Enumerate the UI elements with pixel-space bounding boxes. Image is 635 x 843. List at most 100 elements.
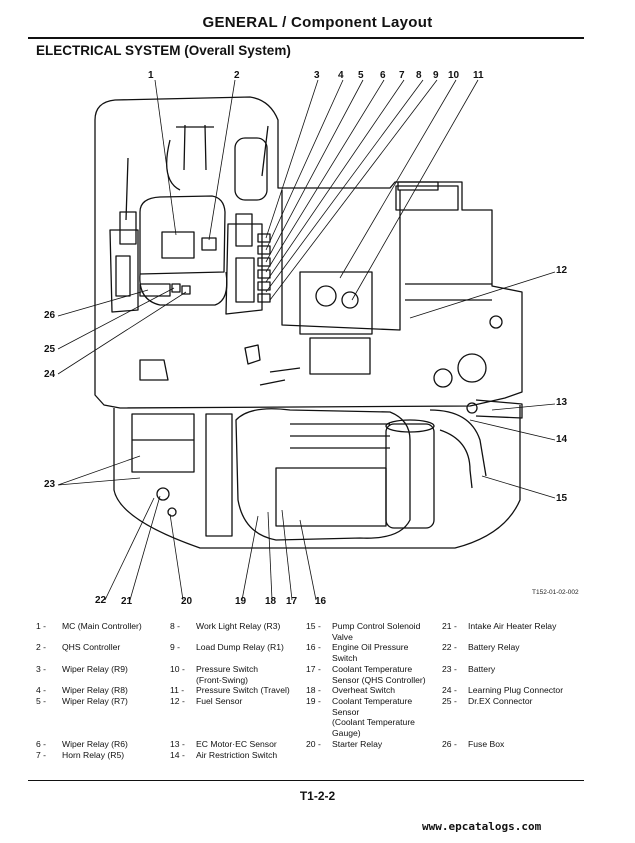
- legend-num: 26 -: [442, 739, 457, 749]
- legend-num: 22 -: [442, 642, 457, 652]
- legend-num: 19 -: [306, 696, 321, 706]
- legend-text: Load Dump Relay (R1): [196, 642, 284, 652]
- legend-item-8: 8 -Work Light Relay (R3): [170, 621, 280, 632]
- lower-deck: [113, 405, 521, 549]
- legend-num: 14 -: [170, 750, 185, 760]
- legend-num: 17 -: [306, 664, 321, 674]
- callout-23: 23: [44, 479, 56, 490]
- legend-text: Horn Relay (R5): [62, 750, 125, 760]
- air-cleaner: [385, 423, 435, 529]
- legend-num: 24 -: [442, 685, 457, 695]
- engine: [235, 408, 411, 541]
- legend-num: 12 -: [170, 696, 185, 706]
- legend-num: 20 -: [306, 739, 321, 749]
- legend-text: Coolant Temperature Sensor (Coolant Temp…: [332, 696, 415, 738]
- legend-num: 2 -: [36, 642, 47, 652]
- fuse-box: [139, 283, 171, 297]
- callout-4: 4: [338, 70, 344, 81]
- callout-16: 16: [315, 596, 327, 607]
- legend-text: QHS Controller: [62, 642, 121, 652]
- title-rule: [28, 37, 584, 39]
- legend-item-21: 21 - Intake Air Heater Relay: [442, 621, 556, 632]
- legend-text: Wiper Relay (R7): [62, 696, 128, 706]
- legend-text: Wiper Relay (R8): [62, 685, 128, 695]
- legend-num: 4 -: [36, 685, 47, 695]
- legend-text: MC (Main Controller): [62, 621, 142, 631]
- callout-15: 15: [556, 493, 568, 504]
- legend-num: 18 -: [306, 685, 321, 695]
- legend-num: 8 -: [170, 621, 181, 631]
- legend-text: Intake Air Heater Relay: [468, 621, 557, 631]
- callout-1: 1: [148, 70, 154, 81]
- callout-26: 26: [44, 310, 56, 321]
- legend-item-12: 12 - Fuel Sensor: [170, 696, 242, 707]
- legend-item-7: 7 - Horn Relay (R5): [36, 750, 124, 761]
- legend-item-1: 1 - MC (Main Controller): [36, 621, 142, 632]
- legend-num: 21 -: [442, 621, 457, 631]
- legend-num: 6 -: [36, 739, 47, 749]
- machine-outline: [94, 96, 523, 409]
- callout-3: 3: [314, 70, 320, 81]
- legend-item-9: 9 - Load Dump Relay (R1): [170, 642, 284, 653]
- legend-num: 9 -: [170, 642, 181, 652]
- callout-24: 24: [44, 369, 56, 380]
- callout-18: 18: [265, 596, 277, 607]
- callout-19: 19: [235, 596, 247, 607]
- leader-lines: [57, 79, 556, 601]
- callout-21: 21: [121, 596, 133, 607]
- legend-text: Air Restriction Switch: [196, 750, 278, 760]
- legend-num: 15 -: [306, 621, 321, 631]
- legend-num: 25 -: [442, 696, 457, 706]
- legend-item-16: 16 - Engine Oil Pressure Switch: [306, 642, 408, 663]
- control-levers: [125, 124, 269, 221]
- page-title: GENERAL / Component Layout: [202, 14, 433, 31]
- legend-num: 1 -: [36, 621, 47, 631]
- legend-num: 5 -: [36, 696, 47, 706]
- legend-item-10: 10 - Pressure Switch (Front-Swing): [170, 664, 258, 685]
- callout-22: 22: [95, 595, 107, 606]
- legend-num: 3 -: [36, 664, 47, 674]
- operator-seat: [139, 195, 226, 275]
- legend-item-6: 6 - Wiper Relay (R6): [36, 739, 128, 750]
- fuel-tank: [395, 185, 459, 211]
- legend-num: 11 -: [170, 685, 185, 695]
- legend-item-14: 14 - Air Restriction Switch: [170, 750, 277, 761]
- callout-5: 5: [358, 70, 364, 81]
- legend-text: Battery: [468, 664, 496, 674]
- legend-item-19: 19 - Coolant Temperature Sensor (Coolant …: [306, 696, 415, 738]
- legend-text: Fuel Sensor: [196, 696, 243, 706]
- legend-item-20: 20 -Starter Relay: [306, 739, 382, 750]
- legend-num: 10 -: [170, 664, 185, 674]
- figure-id: T152-01-02-002: [532, 589, 579, 596]
- footer-rule: [28, 780, 584, 781]
- callout-9: 9: [433, 70, 439, 81]
- legend-text: Pressure Switch (Front-Swing): [196, 664, 259, 685]
- legend-text: Learning Plug Connector: [468, 685, 564, 695]
- engine-hood: [281, 190, 401, 331]
- control-valve: [299, 271, 373, 335]
- battery: [131, 413, 195, 473]
- callout-7: 7: [399, 70, 405, 81]
- callout-13: 13: [556, 397, 568, 408]
- page-number: T1-2-2: [299, 789, 336, 803]
- legend-text: Fuse Box: [468, 739, 505, 749]
- callout-8: 8: [416, 70, 422, 81]
- relay-stack: [257, 233, 271, 303]
- legend-item-13: 13 -EC Motor·EC Sensor: [170, 739, 277, 750]
- legend-text: Coolant Temperature Sensor (QHS Controll…: [332, 664, 426, 685]
- legend-num: 23 -: [442, 664, 457, 674]
- legend-num: 13 -: [170, 739, 185, 749]
- legend-item-25: 25 -Dr.EX Connector: [442, 696, 532, 707]
- legend-text: Wiper Relay (R6): [62, 739, 128, 749]
- legend-item-2: 2 - QHS Controller: [36, 642, 120, 653]
- legend-text: Engine Oil Pressure Switch: [332, 642, 409, 663]
- callout-10: 10: [448, 70, 460, 81]
- legend-item-22: 22 -Battery Relay: [442, 642, 520, 653]
- callout-6: 6: [380, 70, 386, 81]
- watermark-link[interactable]: www.epcatalogs.com: [422, 820, 542, 833]
- legend-num: 7 -: [36, 750, 47, 760]
- legend-text: Pressure Switch (Travel): [196, 685, 290, 695]
- legend-num: 16 -: [306, 642, 321, 652]
- legend-item-11: 11 - Pressure Switch (Travel): [170, 685, 290, 696]
